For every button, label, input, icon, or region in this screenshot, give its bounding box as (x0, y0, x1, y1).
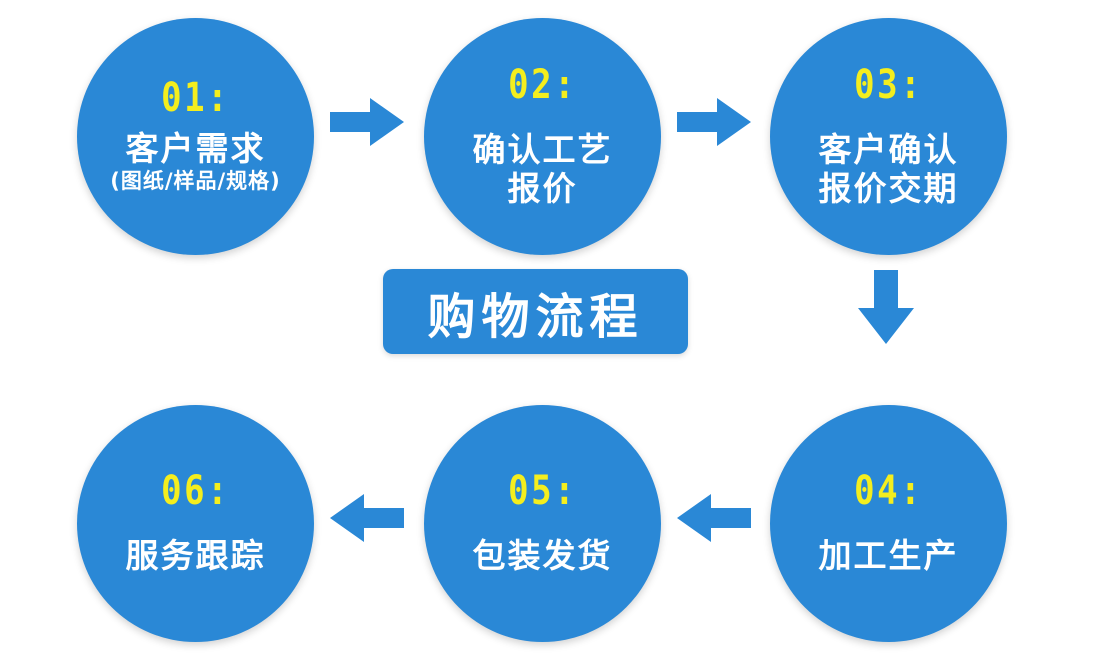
step-03-number: 03: (853, 62, 924, 109)
step-04-circle: 04: 加工生产 (770, 405, 1007, 642)
step-04-label: 加工生产 (818, 536, 959, 576)
step-05-label: 包装发货 (472, 536, 613, 576)
step-05-number: 05: (507, 468, 578, 515)
title-text: 购物流程 (427, 288, 644, 345)
arrow-right-icon-2 (677, 98, 751, 146)
step-06-number: 06: (160, 468, 231, 515)
step-01-circle: 01: 客户需求 (图纸/样品/规格) (77, 18, 314, 255)
step-01-label: 客户需求 (125, 128, 266, 168)
title-badge: 购物流程 (383, 269, 688, 354)
step-01-sublabel: (图纸/样品/规格) (110, 168, 281, 193)
step-04-number: 04: (853, 468, 924, 515)
step-02-label-line2: 报价 (507, 168, 578, 208)
step-06-circle: 06: 服务跟踪 (77, 405, 314, 642)
step-03-label-line2: 报价交期 (818, 168, 959, 208)
arrow-down-icon (858, 270, 914, 344)
step-06-label: 服务跟踪 (125, 536, 266, 576)
arrow-left-icon-2 (330, 494, 404, 542)
step-05-circle: 05: 包装发货 (424, 405, 661, 642)
step-02-circle: 02: 确认工艺 报价 (424, 18, 661, 255)
arrow-right-icon-1 (330, 98, 404, 146)
step-03-label-line1: 客户确认 (818, 130, 959, 170)
step-03-circle: 03: 客户确认 报价交期 (770, 18, 1007, 255)
step-01-number: 01: (160, 74, 231, 121)
arrow-left-icon-1 (677, 494, 751, 542)
step-02-label-line1: 确认工艺 (472, 130, 613, 170)
step-02-number: 02: (507, 62, 578, 109)
